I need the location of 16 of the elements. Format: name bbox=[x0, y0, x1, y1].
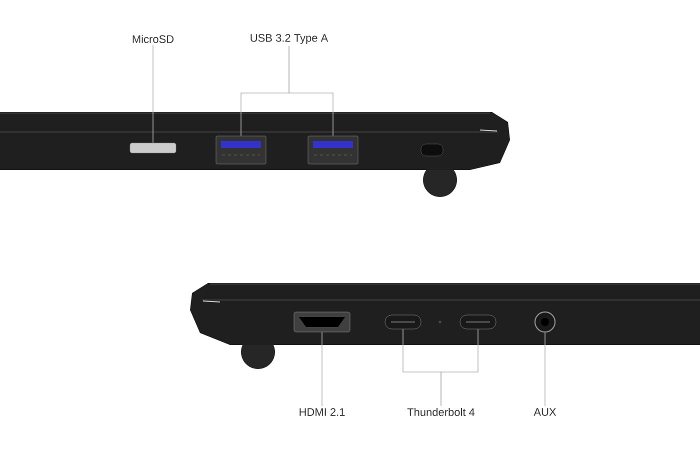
usb-c-port bbox=[460, 314, 496, 330]
leader-line bbox=[440, 328, 478, 406]
port-label: AUX bbox=[534, 408, 556, 416]
port-label: USB 3.2 Type A bbox=[250, 34, 328, 44]
leader-line bbox=[544, 332, 546, 406]
port-label: MicroSD bbox=[132, 34, 174, 44]
usb-port bbox=[308, 136, 358, 164]
port-label: Thunderbolt 4 bbox=[407, 408, 475, 416]
port-label: HDMI 2.1 bbox=[300, 408, 345, 416]
hdmi-port bbox=[294, 312, 350, 332]
leader-line bbox=[152, 44, 154, 144]
leader-line bbox=[288, 46, 334, 136]
usb-port bbox=[216, 136, 266, 164]
usb-c-port bbox=[384, 314, 422, 330]
card-slot bbox=[130, 142, 176, 154]
audio-jack bbox=[534, 311, 556, 333]
